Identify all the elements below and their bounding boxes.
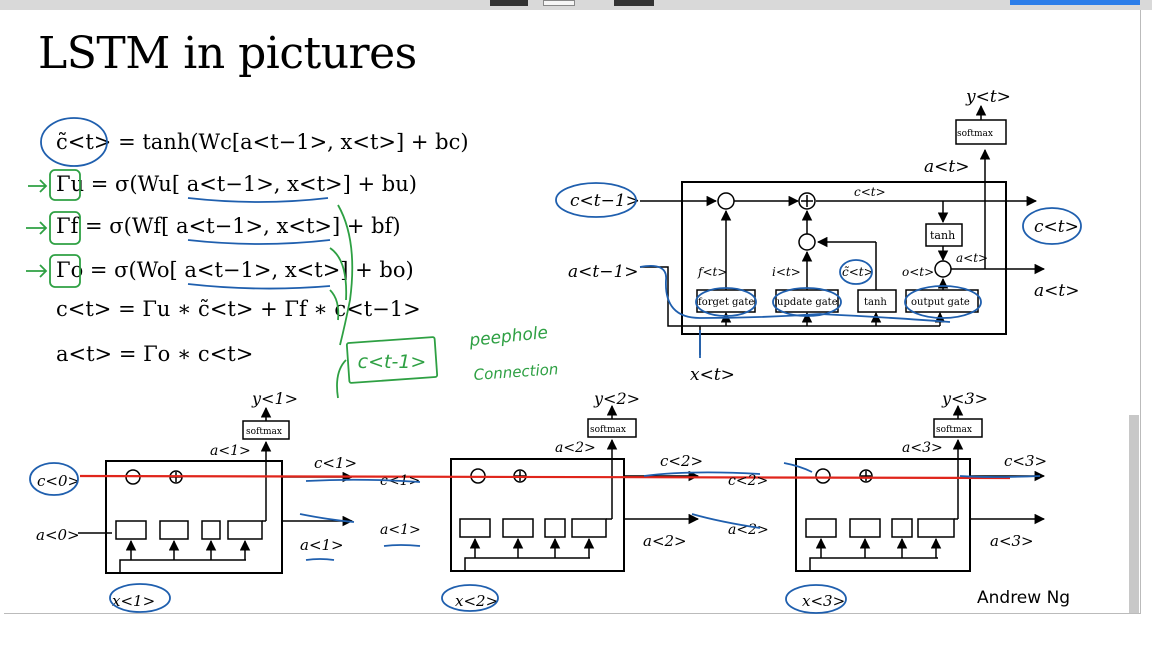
- tanh-box: [925, 223, 963, 247]
- c-prev-label: c<t−1>: [570, 191, 640, 211]
- cell-box: [681, 181, 1007, 335]
- y2-label: y<2>: [593, 389, 640, 408]
- peephole-arrow-a: [337, 204, 354, 346]
- unrolled-labels: softmax softmax softmax y<1> y<2> y<3> a…: [36, 389, 1047, 610]
- a2-up-label: a<2>: [555, 440, 596, 456]
- unrolled-lstm: [78, 404, 1046, 574]
- tanh-gate-label: tanh: [864, 297, 887, 308]
- equation-output-gate: Γo = σ(Wo[ a<t−1>, x<t>] + bo): [56, 258, 414, 282]
- peephole-arrow-c: [329, 289, 340, 321]
- softmax-label: softmax: [957, 129, 993, 139]
- a0-label: a<0>: [36, 526, 80, 544]
- y3-label: y<3>: [941, 389, 988, 408]
- a-inner-label: a<t>: [956, 251, 988, 265]
- blue-ink-annotations: [40, 117, 331, 290]
- unrolled-cell-1: [105, 460, 283, 574]
- arrow-2: [26, 221, 48, 235]
- update-gate-label: update gate: [777, 297, 838, 308]
- gamma-f-box: [49, 211, 81, 245]
- c-tilde-label: c̃<t>: [842, 265, 874, 279]
- a-prev-label: a<t−1>: [568, 262, 639, 282]
- peephole-arrow-b: [329, 247, 348, 301]
- equation-c-tilde: c̃<t> = tanh(Wc[a<t−1>, x<t>] + bc): [56, 130, 469, 154]
- c-out-label: c<t>: [1034, 217, 1079, 237]
- a3-out-label: a<3>: [990, 532, 1034, 550]
- hw-a2-label: a<2>: [728, 522, 769, 538]
- gamma-u-box: [49, 169, 81, 201]
- x2-label: x<2>: [455, 592, 498, 610]
- a1-up-label: a<1>: [210, 443, 251, 459]
- toolbar-button[interactable]: [543, 0, 575, 6]
- hw-a1-label: a<1>: [380, 522, 421, 538]
- x1-label: x<1>: [112, 592, 155, 610]
- arrow-1: [28, 179, 48, 193]
- arrow-3: [26, 264, 48, 278]
- forget-gate-label: forget gate: [698, 297, 754, 308]
- author-credit: Andrew Ng: [977, 588, 1071, 608]
- i-label: i<t>: [772, 265, 801, 279]
- underline-1: [187, 197, 329, 203]
- x-t-label: x<t>: [690, 365, 735, 385]
- a1-out-label: a<1>: [300, 536, 344, 554]
- c-inner-label: c<t>: [854, 185, 886, 199]
- underline-3: [187, 283, 331, 290]
- c1-label: c<1>: [314, 454, 357, 472]
- peephole-label: peephole: [467, 323, 549, 351]
- slide-title: LSTM in pictures: [38, 28, 417, 79]
- unrolled-cell-2: [450, 458, 625, 572]
- lstm-cell-diagram: [640, 104, 1046, 355]
- output-multiply-node: [934, 260, 952, 278]
- scrollbar[interactable]: [1129, 415, 1139, 613]
- equation-update-gate: Γu = σ(Wu[ a<t−1>, x<t>] + bu): [56, 172, 417, 196]
- output-gate-label: output gate: [911, 297, 970, 308]
- softmax-box: [955, 119, 1007, 145]
- c-prev-annotation-box: [345, 336, 439, 384]
- gamma-o-box: [49, 254, 81, 288]
- equation-forget-gate: Γf = σ(Wf[ a<t−1>, x<t>] + bf): [56, 214, 401, 238]
- tanh-label: tanh: [930, 229, 955, 242]
- cell-diagram-blue-ink: [555, 182, 1082, 358]
- memory-flow-line: [79, 474, 1011, 480]
- equation-activation: a<t> = Γo ∗ c<t>: [56, 342, 254, 366]
- toolbar-button[interactable]: [490, 0, 528, 6]
- c3-label: c<3>: [1004, 452, 1047, 470]
- peephole-tail: [336, 359, 347, 399]
- update-multiply-node: [798, 233, 816, 251]
- x3-label: x<3>: [802, 592, 845, 610]
- o-label: o<t>: [902, 265, 934, 279]
- window-top-bar: [0, 0, 1152, 10]
- progress-indicator: [1010, 0, 1140, 5]
- hw-c2-label: c<2>: [728, 473, 768, 489]
- c-prev-annotation: c<t-1>: [358, 351, 427, 373]
- c2-label: c<2>: [660, 452, 703, 470]
- a3-up-label: a<3>: [902, 440, 943, 456]
- a-up-label: a<t>: [924, 157, 969, 177]
- a2-out-label: a<2>: [643, 532, 687, 550]
- connection-label: Connection: [473, 360, 559, 384]
- underline-2: [187, 239, 331, 245]
- forget-multiply-node: [717, 192, 735, 210]
- toolbar-button[interactable]: [614, 0, 654, 6]
- softmax-3-label: softmax: [936, 425, 972, 435]
- softmax-2-label: softmax: [590, 425, 626, 435]
- a-out-label: a<t>: [1034, 281, 1079, 301]
- page-background: [0, 614, 1152, 648]
- green-ink-annotations: [26, 169, 439, 399]
- unrolled-blue-ink: [29, 462, 1041, 614]
- softmax-1-label: softmax: [246, 427, 282, 437]
- unrolled-cell-3: [795, 458, 971, 572]
- cell-diagram-labels: softmax tanh forget gate update gate tan…: [568, 87, 1079, 385]
- c-tilde-circle: [40, 117, 108, 167]
- equation-cell-state: c<t> = Γu ∗ c̃<t> + Γf ∗ c<t−1>: [56, 297, 421, 321]
- f-label: f<t>: [697, 265, 727, 279]
- y1-label: y<1>: [251, 389, 298, 408]
- c0-label: c<0>: [37, 472, 80, 490]
- y-out-label: y<t>: [965, 87, 1011, 107]
